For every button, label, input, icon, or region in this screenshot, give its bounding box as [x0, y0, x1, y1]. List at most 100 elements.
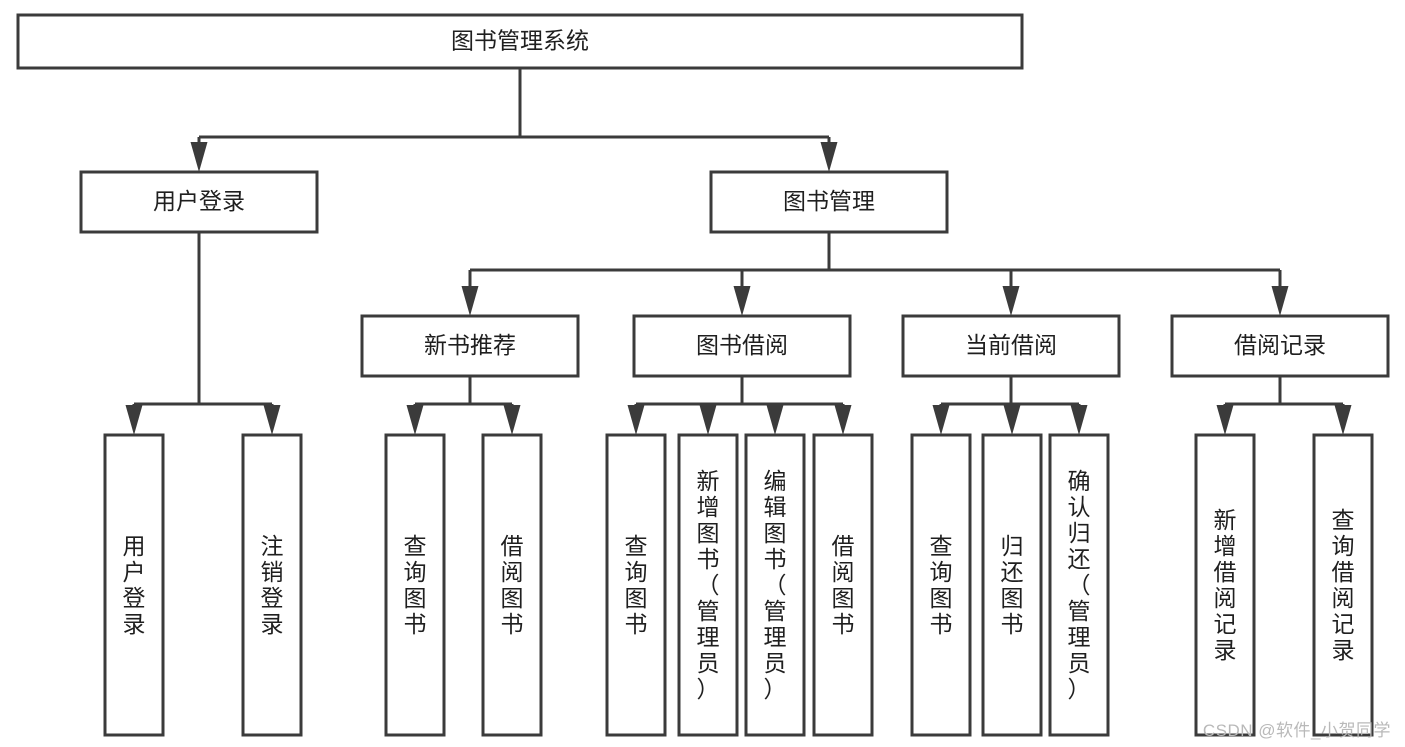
- node-label-book-manage: 图书管理: [783, 188, 875, 214]
- edges-layer: [125, 68, 1352, 435]
- edge-borrow-record-leaf-2: [1334, 404, 1352, 435]
- node-label-leaf-query-book-1: 查询图书: [404, 533, 427, 637]
- node-box-leaf-add-borrow-record[interactable]: [1194, 433, 1256, 737]
- edge-current-borrow-leaf-2: [1003, 404, 1021, 435]
- edge-new-book-leaf-1: [406, 404, 424, 435]
- node-label-leaf-borrow-book-2: 借阅图书: [832, 533, 855, 637]
- edge-book-borrow-leaf-4: [834, 404, 852, 435]
- edge-user-login-leaf-1: [125, 404, 143, 435]
- node-label-leaf-confirm-return: 确认归还（管理员）: [1068, 468, 1091, 702]
- node-leaf-edit-book[interactable]: 编辑图书（管理员）: [744, 433, 806, 737]
- arrow-head-icon: [1070, 405, 1088, 435]
- node-box-book-borrow[interactable]: [632, 314, 852, 378]
- node-box-root[interactable]: [16, 13, 1024, 70]
- arrow-head-icon: [627, 405, 645, 435]
- edge-group-user-login: [125, 232, 281, 435]
- node-leaf-confirm-return[interactable]: 确认归还（管理员）: [1048, 433, 1110, 737]
- node-label-leaf-add-book: 新增图书（管理员）: [697, 468, 720, 702]
- edge-book-borrow-leaf-1: [627, 404, 645, 435]
- node-box-book-manage[interactable]: [709, 170, 949, 234]
- node-label-leaf-query-book-3: 查询图书: [930, 533, 953, 637]
- arrow-head-icon: [932, 405, 950, 435]
- edge-group-book-borrow: [627, 376, 852, 435]
- node-leaf-borrow-book-1[interactable]: 借阅图书: [481, 433, 543, 737]
- node-label-leaf-logout: 注销登录: [261, 533, 284, 637]
- arrow-head-icon: [733, 286, 751, 316]
- node-leaf-return-book[interactable]: 归还图书: [981, 433, 1043, 737]
- node-leaf-query-book-1[interactable]: 查询图书: [384, 433, 446, 737]
- node-borrow-record[interactable]: 借阅记录: [1170, 314, 1390, 378]
- node-label-leaf-borrow-book-1: 借阅图书: [501, 533, 524, 637]
- node-new-book-recommend[interactable]: 新书推荐: [360, 314, 580, 378]
- node-box-borrow-record[interactable]: [1170, 314, 1390, 378]
- arrow-head-icon: [1003, 405, 1021, 435]
- edge-root-book-manage: [820, 137, 838, 172]
- node-label-leaf-user-login: 用户登录: [123, 533, 146, 637]
- node-box-leaf-query-book-3[interactable]: [910, 433, 972, 737]
- node-box-leaf-edit-book[interactable]: [744, 433, 806, 737]
- node-box-leaf-add-book[interactable]: [677, 433, 739, 737]
- node-label-user-login: 用户登录: [153, 188, 245, 214]
- arrow-head-icon: [125, 405, 143, 435]
- node-user-login[interactable]: 用户登录: [79, 170, 319, 234]
- node-leaf-logout[interactable]: 注销登录: [241, 433, 303, 737]
- arrow-head-icon: [820, 142, 838, 172]
- node-leaf-query-book-3[interactable]: 查询图书: [910, 433, 972, 737]
- edge-group-root: [190, 68, 838, 172]
- arrow-head-icon: [1216, 405, 1234, 435]
- arrow-head-icon: [834, 405, 852, 435]
- node-label-book-borrow: 图书借阅: [696, 332, 788, 358]
- node-box-leaf-logout[interactable]: [241, 433, 303, 737]
- edge-book-borrow-leaf-3: [766, 404, 784, 435]
- node-label-current-borrow: 当前借阅: [965, 332, 1057, 358]
- node-label-leaf-edit-book: 编辑图书（管理员）: [764, 468, 787, 702]
- node-leaf-add-book[interactable]: 新增图书（管理员）: [677, 433, 739, 737]
- node-box-current-borrow[interactable]: [901, 314, 1121, 378]
- edge-group-new-book-recommend: [406, 376, 521, 435]
- arrow-head-icon: [503, 405, 521, 435]
- edge-current-borrow-leaf-3: [1070, 404, 1088, 435]
- arrow-head-icon: [190, 142, 208, 172]
- node-box-leaf-query-borrow-record[interactable]: [1312, 433, 1374, 737]
- arrow-head-icon: [461, 286, 479, 316]
- node-leaf-query-book-2[interactable]: 查询图书: [605, 433, 667, 737]
- edge-group-book-manage: [461, 232, 1289, 316]
- node-box-new-book-recommend[interactable]: [360, 314, 580, 378]
- edge-root-user-login: [190, 137, 208, 172]
- edge-book-manage-borrow-record: [1271, 270, 1289, 316]
- node-label-root: 图书管理系统: [451, 28, 589, 54]
- nodes-layer: 图书管理系统用户登录图书管理新书推荐图书借阅当前借阅借阅记录用户登录注销登录查询…: [16, 13, 1390, 737]
- arrow-head-icon: [699, 405, 717, 435]
- node-label-borrow-record: 借阅记录: [1234, 332, 1326, 358]
- arrow-head-icon: [406, 405, 424, 435]
- node-leaf-query-borrow-record[interactable]: 查询借阅记录: [1312, 433, 1374, 737]
- node-box-leaf-query-book-2[interactable]: [605, 433, 667, 737]
- arrow-head-icon: [1271, 286, 1289, 316]
- node-box-leaf-borrow-book-2[interactable]: [812, 433, 874, 737]
- node-current-borrow[interactable]: 当前借阅: [901, 314, 1121, 378]
- edge-group-borrow-record: [1216, 376, 1352, 435]
- node-leaf-user-login[interactable]: 用户登录: [103, 433, 165, 737]
- node-box-user-login[interactable]: [79, 170, 319, 234]
- node-box-leaf-confirm-return[interactable]: [1048, 433, 1110, 737]
- node-leaf-add-borrow-record[interactable]: 新增借阅记录: [1194, 433, 1256, 737]
- edge-book-borrow-leaf-2: [699, 404, 717, 435]
- node-book-borrow[interactable]: 图书借阅: [632, 314, 852, 378]
- node-label-leaf-query-book-2: 查询图书: [625, 533, 648, 637]
- node-box-leaf-query-book-1[interactable]: [384, 433, 446, 737]
- node-leaf-borrow-book-2[interactable]: 借阅图书: [812, 433, 874, 737]
- edge-group-current-borrow: [932, 376, 1088, 435]
- node-box-leaf-borrow-book-1[interactable]: [481, 433, 543, 737]
- node-box-leaf-user-login[interactable]: [103, 433, 165, 737]
- node-label-leaf-add-borrow-record: 新增借阅记录: [1214, 507, 1237, 663]
- node-box-leaf-return-book[interactable]: [981, 433, 1043, 737]
- edge-book-manage-current-borrow: [1002, 270, 1020, 316]
- edge-user-login-leaf-2: [263, 404, 281, 435]
- edge-borrow-record-leaf-1: [1216, 404, 1234, 435]
- node-root[interactable]: 图书管理系统: [16, 13, 1024, 70]
- edge-book-manage-new-book: [461, 270, 479, 316]
- edge-new-book-leaf-2: [503, 404, 521, 435]
- node-book-manage[interactable]: 图书管理: [709, 170, 949, 234]
